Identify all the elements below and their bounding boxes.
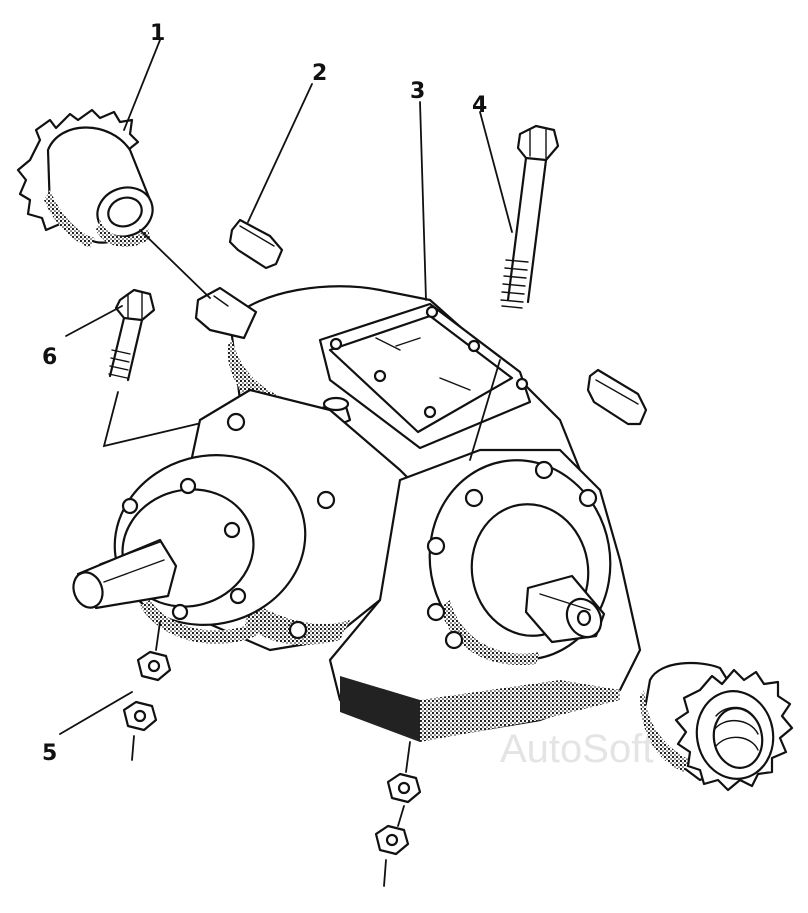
left-nuts xyxy=(122,621,172,761)
callout-6: 6 xyxy=(42,345,57,370)
long-bolt xyxy=(500,124,560,309)
upper-key xyxy=(228,218,284,270)
right-key xyxy=(586,368,648,426)
callout-1: 1 xyxy=(150,21,165,46)
callout-2: 2 xyxy=(312,61,327,86)
lower-sprocket xyxy=(640,661,794,792)
watermark: AutoSoft xyxy=(500,727,653,771)
upper-sprocket xyxy=(16,108,154,248)
short-bolt xyxy=(102,288,215,448)
callout-4: 4 xyxy=(472,93,487,118)
lower-nuts xyxy=(374,741,422,887)
callout-5: 5 xyxy=(42,741,57,766)
gearbox-housing xyxy=(72,285,642,742)
leader-lines xyxy=(59,39,513,735)
callout-3: 3 xyxy=(410,79,425,104)
